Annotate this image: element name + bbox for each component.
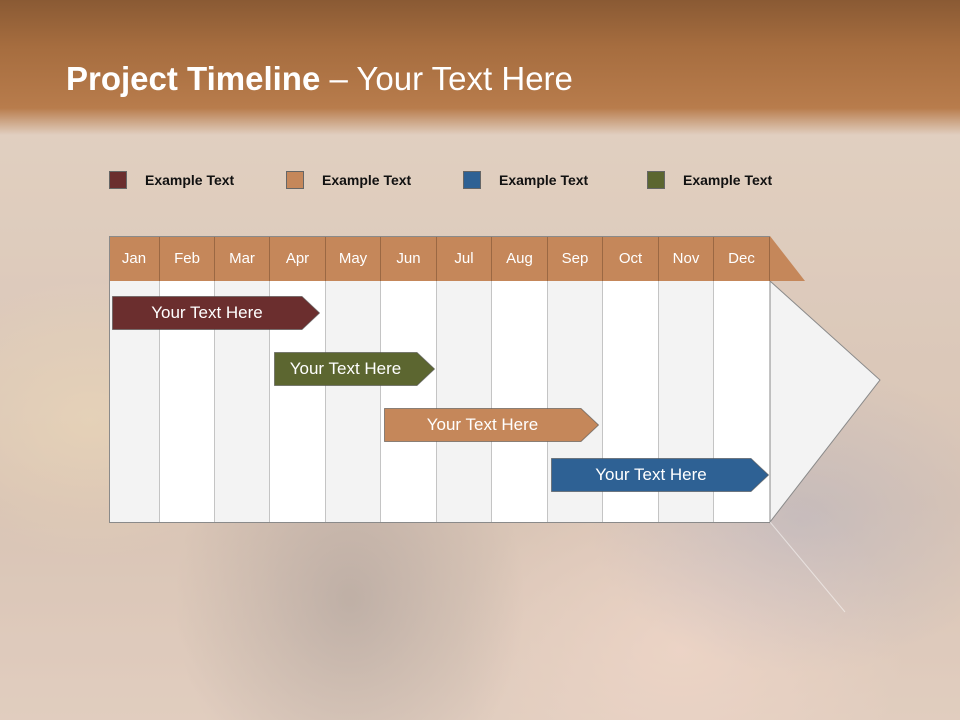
timeline-bar-shape [384, 408, 599, 442]
timeline-bar[interactable]: Your Text Here [384, 408, 599, 442]
month-header: Apr [270, 236, 326, 281]
timeline-bar-label: Your Text Here [595, 465, 707, 484]
legend-label: Example Text [145, 172, 235, 188]
month-header: Jun [381, 236, 437, 281]
legend-label: Example Text [683, 172, 773, 188]
slide-title-rest: – Your Text Here [320, 60, 573, 97]
timeline-bar-graphic [551, 458, 769, 492]
timeline-bar-graphic [274, 352, 435, 386]
timeline-bar-shape [551, 458, 769, 492]
timeline-header-tip [770, 236, 805, 281]
month-header: Oct [603, 236, 659, 281]
legend-item[interactable]: Example Text [647, 170, 772, 190]
month-header: Nov [659, 236, 714, 281]
timeline-bar-label: Your Text Here [151, 303, 263, 322]
legend-swatch [647, 171, 665, 189]
month-column [326, 281, 381, 522]
timeline-bar-graphic [112, 296, 320, 330]
legend-item[interactable]: Example Text [463, 170, 588, 190]
month-column [381, 281, 437, 522]
legend-label: Example Text [322, 172, 412, 188]
month-header: May [326, 236, 381, 281]
month-header: Mar [215, 236, 270, 281]
legend-swatch [463, 171, 481, 189]
slide-title-bold: Project Timeline [66, 60, 321, 97]
legend-label: Example Text [499, 172, 589, 188]
month-header: Jul [437, 236, 492, 281]
timeline-bar-graphic [384, 408, 599, 442]
timeline-bar-label: Your Text Here [289, 359, 402, 378]
month-header: Jan [109, 236, 160, 281]
legend-item[interactable]: Example Text [286, 170, 411, 190]
timeline-arrow-head [769, 279, 881, 524]
month-header: Dec [714, 236, 770, 281]
month-header: Aug [492, 236, 548, 281]
title-band [0, 0, 960, 135]
timeline-bar[interactable]: Your Text Here [112, 296, 320, 330]
month-header: Feb [160, 236, 215, 281]
timeline-bar-shape [274, 352, 435, 386]
month-column [492, 281, 548, 522]
timeline-bar-shape [112, 296, 320, 330]
timeline-bar-label: Your Text Here [426, 415, 539, 434]
timeline-bar[interactable]: Your Text Here [274, 352, 435, 386]
legend-swatch [286, 171, 304, 189]
legend-item[interactable]: Example Text [109, 170, 234, 190]
month-header: Sep [548, 236, 603, 281]
reflection-line [769, 521, 846, 613]
slide-title[interactable]: Project Timeline – Your Text Here [66, 60, 573, 98]
timeline-bar[interactable]: Your Text Here [551, 458, 769, 492]
legend-swatch [109, 171, 127, 189]
month-column [437, 281, 492, 522]
